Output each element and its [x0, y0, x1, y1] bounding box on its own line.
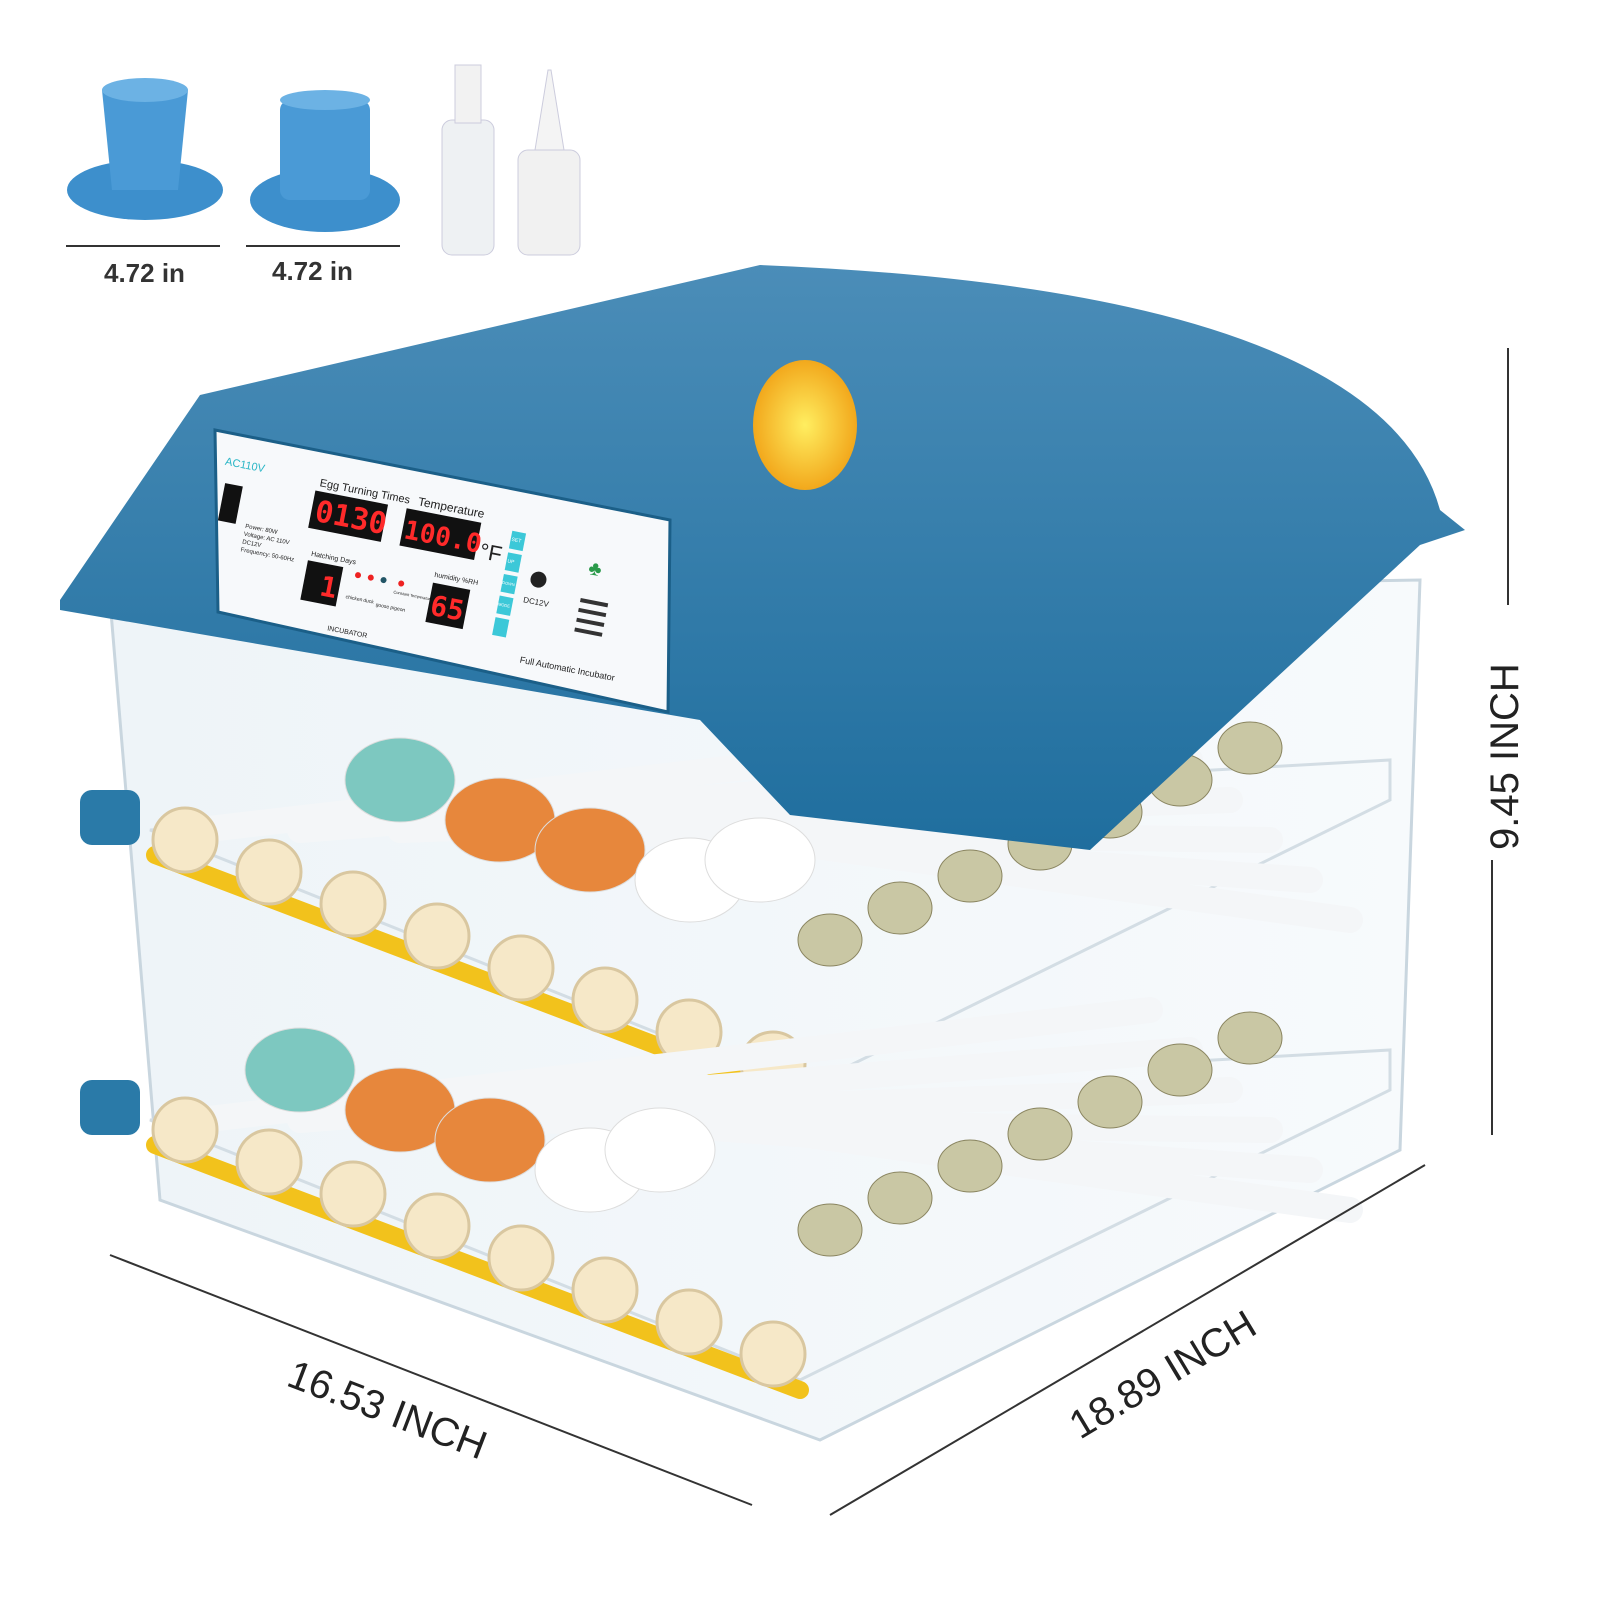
- dc-jack[interactable]: [529, 570, 548, 589]
- egg: [704, 817, 816, 903]
- gear: [235, 838, 303, 906]
- egg: [344, 737, 456, 823]
- egg: [434, 1097, 546, 1183]
- feeder-1: [67, 78, 223, 220]
- temperature-unit: °F: [478, 538, 505, 567]
- button-label: UP: [507, 558, 516, 565]
- egg-turning-display: [308, 490, 389, 542]
- tray-knob: [80, 790, 140, 845]
- depth-label: 18.89 INCH: [1062, 1302, 1264, 1447]
- gear: [319, 1160, 387, 1228]
- button-label: MODE: [498, 601, 511, 608]
- gear: [739, 1320, 807, 1388]
- light-button[interactable]: [492, 617, 510, 638]
- button-label: SET: [511, 537, 522, 545]
- hatching-days-display: [300, 560, 344, 607]
- egg: [534, 807, 646, 893]
- tray-knob: [80, 1080, 140, 1135]
- down-button[interactable]: [500, 573, 518, 595]
- incubator-lid: [60, 265, 1465, 850]
- quail-egg: [937, 849, 1003, 903]
- up-button[interactable]: [504, 552, 522, 573]
- button-label: DOWN: [502, 580, 515, 587]
- width-dimension-line: [109, 1254, 753, 1506]
- quail-egg: [1217, 721, 1283, 775]
- width-label: 16.53 INCH: [282, 1352, 493, 1468]
- control-buttons: SET UP DOWN MODE: [492, 530, 527, 638]
- quail-egg: [867, 1171, 933, 1225]
- quail-egg: [1217, 1011, 1283, 1065]
- humidity-value: 65: [428, 589, 467, 628]
- feeder-2-size: 4.72 in: [272, 256, 353, 286]
- egg-roller: [687, 1107, 1363, 1223]
- temperature-display: [399, 508, 482, 561]
- squeeze-bottle: [517, 69, 581, 256]
- quail-egg: [937, 1139, 1003, 1193]
- egg: [604, 1107, 716, 1193]
- mode-button[interactable]: [496, 595, 514, 616]
- feeder-1-size: 4.72 in: [104, 258, 185, 288]
- spray-bottle: [441, 64, 495, 256]
- gear: [403, 902, 471, 970]
- height-label: 9.45 INCH: [1483, 663, 1527, 850]
- hatching-days-value: 1: [317, 569, 340, 605]
- humidity-display: [425, 582, 471, 630]
- indicator-label: chicken: [345, 594, 363, 603]
- quail-egg: [797, 913, 863, 967]
- quail-egg: [1007, 1107, 1073, 1161]
- quail-egg: [797, 1203, 863, 1257]
- vent-icon: [574, 598, 609, 637]
- depth-dimension-line: [829, 1164, 1426, 1516]
- gear: [655, 1288, 723, 1356]
- spec-text: DC12V: [242, 539, 262, 549]
- tree-logo-icon: ♣: [587, 557, 604, 581]
- feeder-2: [250, 90, 400, 232]
- power-socket[interactable]: [217, 483, 243, 524]
- gear: [319, 870, 387, 938]
- gear: [403, 1192, 471, 1260]
- gear: [487, 1224, 555, 1292]
- gear: [571, 1256, 639, 1324]
- set-button[interactable]: [508, 530, 527, 552]
- quail-egg: [867, 881, 933, 935]
- gear: [487, 934, 555, 1002]
- indicator-label: goose: [375, 602, 390, 611]
- quail-egg: [1147, 1043, 1213, 1097]
- gear: [151, 1096, 219, 1164]
- indicator-label: pigeon: [390, 605, 406, 614]
- gear: [151, 806, 219, 874]
- gear: [571, 966, 639, 1034]
- indicator-label: duck: [363, 598, 375, 606]
- egg: [244, 1027, 356, 1113]
- gear: [235, 1128, 303, 1196]
- candling-egg-lamp[interactable]: [753, 360, 857, 490]
- quail-egg: [1077, 1075, 1143, 1129]
